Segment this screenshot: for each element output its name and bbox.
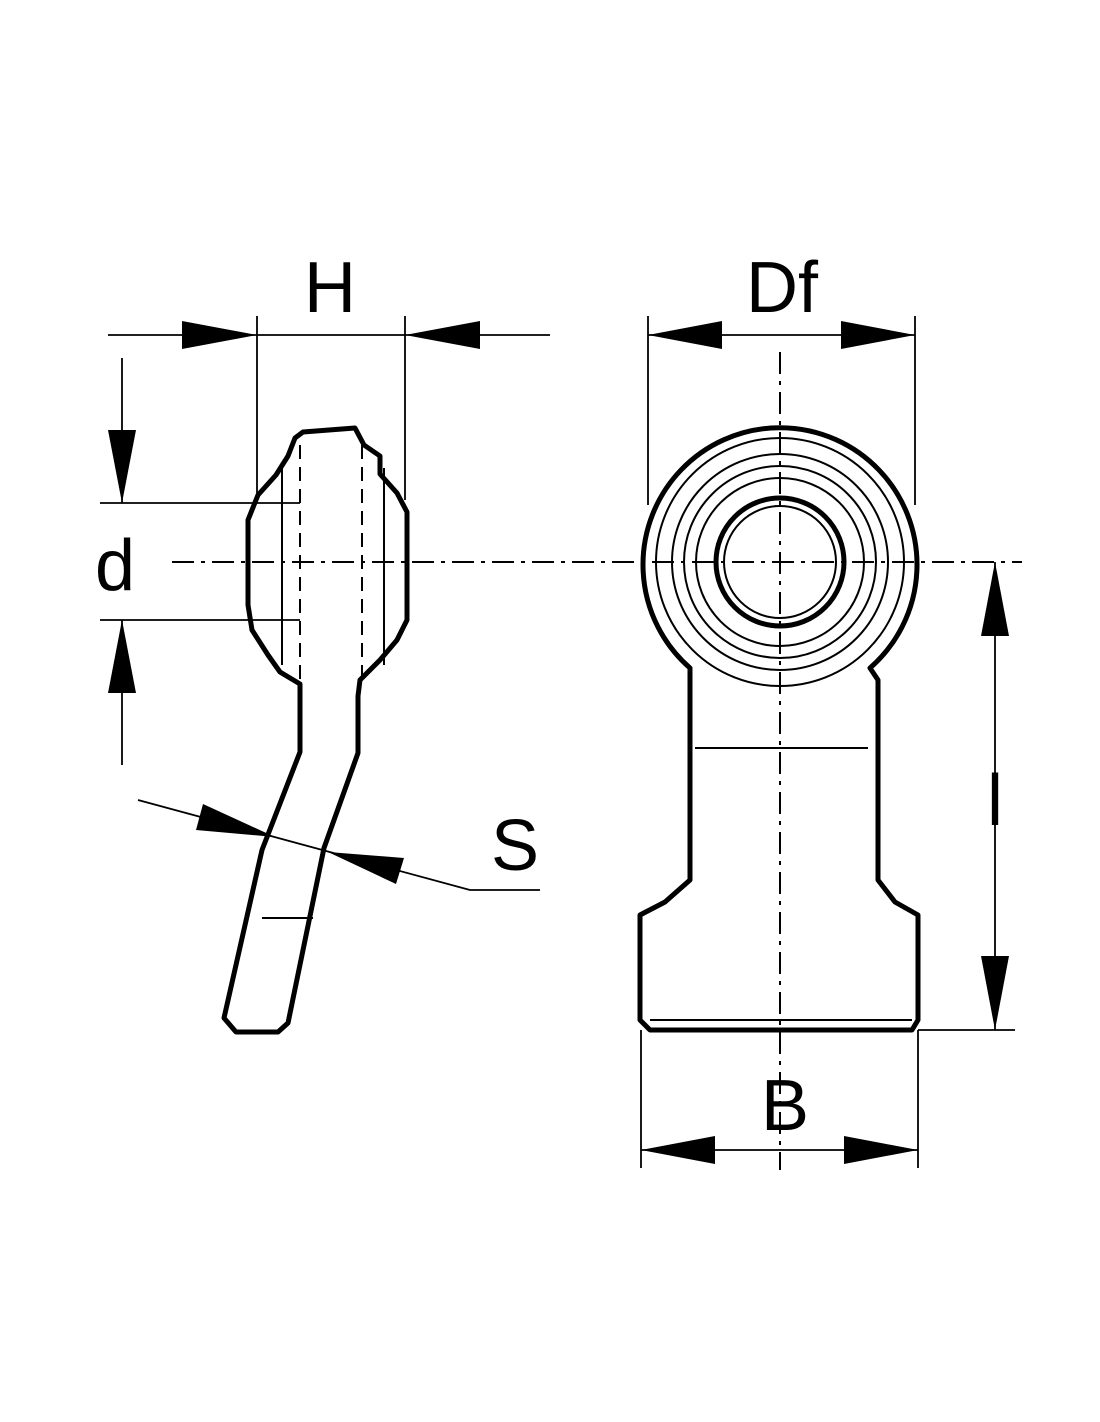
front-view-body-outline <box>637 425 921 1033</box>
s-label: S <box>491 806 539 886</box>
d-label: d <box>95 526 135 606</box>
b-label: B <box>761 1066 809 1146</box>
dimension-df: Df <box>647 248 916 505</box>
dimension-b: B <box>640 1030 919 1168</box>
l-label: l <box>987 761 1003 841</box>
s-dimension-line <box>137 799 471 891</box>
dimension-l: l <box>918 562 1015 1031</box>
s-arrow-right <box>328 852 404 884</box>
side-view-head-outline <box>221 425 410 1035</box>
h-arrow-left <box>182 321 257 349</box>
dimension-s: S <box>137 799 540 891</box>
b-arrow-right <box>844 1136 918 1164</box>
dimension-h: H <box>108 248 550 500</box>
h-label: H <box>304 248 356 328</box>
d-arrow-bottom <box>108 620 136 693</box>
df-arrow-left <box>648 321 722 349</box>
centerlines <box>172 352 1022 1170</box>
side-view <box>221 425 410 1035</box>
dimension-d: d <box>95 358 300 765</box>
l-arrow-top <box>981 562 1009 636</box>
df-arrow-right <box>841 321 915 349</box>
d-arrow-top <box>108 430 136 503</box>
df-label: Df <box>746 248 819 328</box>
l-arrow-bottom <box>981 956 1009 1030</box>
s-arrow-left <box>196 804 275 837</box>
h-arrow-right <box>405 321 480 349</box>
b-arrow-left <box>641 1136 715 1164</box>
